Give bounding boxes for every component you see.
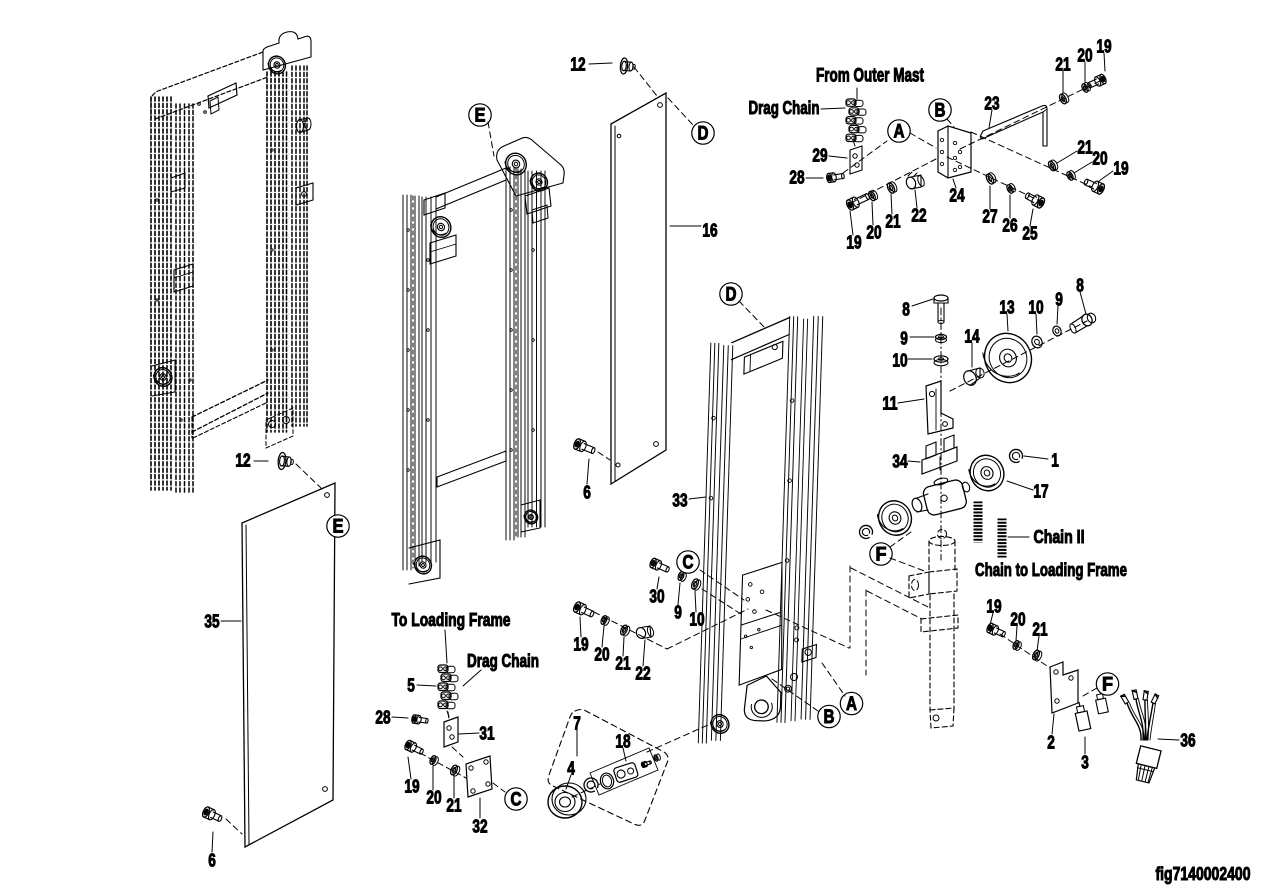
svg-text:21: 21 <box>1077 138 1092 158</box>
svg-text:10: 10 <box>892 351 907 371</box>
svg-text:35: 35 <box>204 612 219 632</box>
svg-text:19: 19 <box>404 777 419 797</box>
svg-text:10: 10 <box>689 610 704 630</box>
svg-text:3: 3 <box>1081 753 1089 773</box>
svg-text:8: 8 <box>902 300 910 320</box>
svg-text:19: 19 <box>1113 159 1128 179</box>
svg-text:18: 18 <box>615 732 630 752</box>
svg-text:C: C <box>511 790 522 811</box>
svg-text:36: 36 <box>1180 731 1195 751</box>
svg-text:Chain II: Chain II <box>1034 527 1085 547</box>
svg-text:6: 6 <box>208 851 216 871</box>
svg-text:20: 20 <box>866 223 881 243</box>
svg-text:E: E <box>333 517 344 538</box>
svg-text:19: 19 <box>846 233 861 253</box>
svg-text:20: 20 <box>1092 149 1107 169</box>
svg-text:B: B <box>935 101 946 122</box>
svg-text:31: 31 <box>479 724 494 744</box>
svg-text:2: 2 <box>1047 733 1055 753</box>
svg-text:16: 16 <box>702 221 717 241</box>
svg-text:7: 7 <box>573 714 581 734</box>
svg-text:20: 20 <box>426 788 441 808</box>
svg-text:F: F <box>876 545 887 566</box>
svg-text:33: 33 <box>672 491 687 511</box>
svg-text:34: 34 <box>892 452 907 472</box>
svg-text:19: 19 <box>573 635 588 655</box>
svg-text:C: C <box>683 553 694 574</box>
svg-text:To Loading Frame: To Loading Frame <box>392 610 511 630</box>
svg-text:4: 4 <box>567 759 575 779</box>
svg-text:20: 20 <box>1077 46 1092 66</box>
svg-text:17: 17 <box>1033 482 1048 502</box>
svg-text:D: D <box>726 285 737 306</box>
svg-text:20: 20 <box>1010 610 1025 630</box>
svg-text:fig7140002400: fig7140002400 <box>1156 864 1251 884</box>
svg-text:21: 21 <box>615 654 630 674</box>
svg-text:10: 10 <box>1028 298 1043 318</box>
svg-text:Drag Chain: Drag Chain <box>749 98 820 118</box>
svg-text:28: 28 <box>789 168 804 188</box>
svg-text:1: 1 <box>1051 451 1059 471</box>
svg-text:30: 30 <box>649 587 664 607</box>
svg-text:27: 27 <box>982 207 997 227</box>
svg-text:E: E <box>475 106 486 127</box>
svg-text:From Outer Mast: From Outer Mast <box>816 66 924 87</box>
svg-text:22: 22 <box>911 206 926 226</box>
svg-text:13: 13 <box>999 298 1014 318</box>
svg-text:24: 24 <box>949 186 964 206</box>
svg-text:D: D <box>698 124 709 145</box>
svg-text:9: 9 <box>1055 290 1063 310</box>
svg-text:14: 14 <box>964 327 979 347</box>
svg-text:11: 11 <box>882 394 897 414</box>
svg-text:29: 29 <box>812 146 827 166</box>
svg-text:F: F <box>1102 675 1113 696</box>
svg-text:32: 32 <box>472 817 487 837</box>
svg-text:12: 12 <box>235 451 250 471</box>
svg-text:6: 6 <box>583 483 591 503</box>
svg-text:9: 9 <box>900 329 908 349</box>
svg-text:22: 22 <box>635 664 650 684</box>
svg-text:26: 26 <box>1002 216 1017 236</box>
svg-text:A: A <box>894 122 905 143</box>
svg-text:21: 21 <box>446 796 461 816</box>
svg-text:12: 12 <box>570 55 585 75</box>
svg-text:A: A <box>846 694 857 715</box>
svg-text:19: 19 <box>986 597 1001 617</box>
svg-text:28: 28 <box>375 708 390 728</box>
svg-text:19: 19 <box>1096 37 1111 57</box>
svg-text:21: 21 <box>1055 55 1070 75</box>
svg-text:21: 21 <box>885 212 900 232</box>
svg-text:21: 21 <box>1032 620 1047 640</box>
svg-text:B: B <box>824 707 835 728</box>
svg-text:5: 5 <box>407 676 415 696</box>
svg-text:20: 20 <box>594 645 609 665</box>
svg-text:23: 23 <box>984 94 999 114</box>
svg-text:9: 9 <box>674 603 682 623</box>
svg-text:Drag Chain: Drag Chain <box>467 651 539 671</box>
svg-text:Chain to Loading Frame: Chain to Loading Frame <box>975 560 1127 580</box>
svg-text:8: 8 <box>1076 276 1084 296</box>
svg-text:25: 25 <box>1022 224 1037 244</box>
